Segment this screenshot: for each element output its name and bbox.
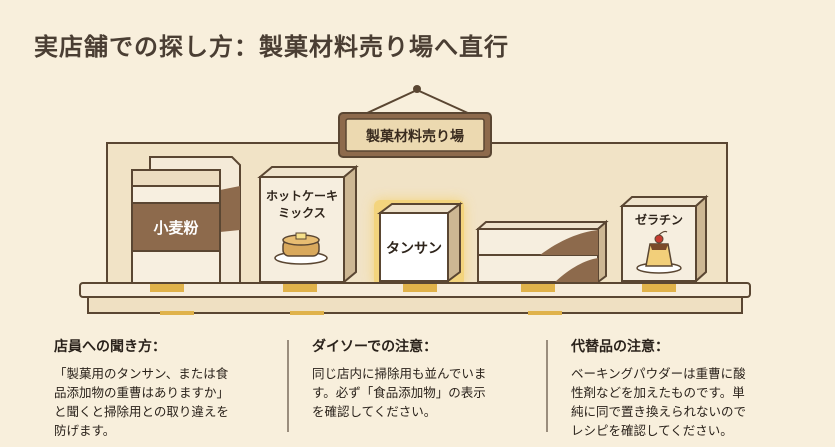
category-sign	[338, 112, 492, 158]
page-title: 実店舗での探し方：製菓材料売り場へ直行	[34, 33, 509, 61]
flour-bag-icon	[131, 156, 241, 291]
tip-staff-question: 店員への聞き方： 「製菓用のタンサン、または食 品添加物の重曹はありますか」 と…	[54, 336, 279, 440]
sign-text: 製菓材料売り場	[366, 129, 464, 145]
tip-body: 「製菓用のタンサン、または食 品添加物の重曹はありますか」 と聞くと掃除用との取…	[54, 366, 230, 438]
shelf-illustration	[79, 85, 751, 315]
tip-daiso-caution: ダイソーでの注意： 同じ店内に掃除用も並んでいま す。必ず「食品添加物」の表示 …	[312, 336, 537, 421]
tip-body: 同じ店内に掃除用も並んでいま す。必ず「食品添加物」の表示 を確認してください。	[312, 366, 487, 419]
tansan-box-icon	[374, 200, 464, 286]
flour-bag-label: 小麦粉	[153, 219, 199, 237]
pancake-mix-box-icon	[257, 164, 359, 285]
gelatin-box-icon	[619, 194, 709, 284]
stacked-boxes-icon	[475, 219, 609, 284]
pancake-mix-label-line2: ミックス	[278, 206, 326, 220]
tip-heading: 代替品の注意：	[571, 339, 669, 355]
shelf-board	[79, 282, 751, 315]
tansan-label: タンサン	[386, 241, 442, 257]
tip-heading: ダイソーでの注意：	[312, 339, 438, 355]
tip-heading: 店員への聞き方：	[54, 339, 166, 355]
gelatin-label: ゼラチン	[634, 213, 683, 227]
pancake-mix-label-line1: ホットケーキ	[265, 189, 338, 203]
tip-body: ベーキングパウダーは重曹に酸 性剤などを加えたものです。単 純に同で置き換えられ…	[571, 366, 747, 438]
sign-hanger	[364, 85, 471, 115]
tip-substitute-caution: 代替品の注意： ベーキングパウダーは重曹に酸 性剤などを加えたものです。単 純に…	[571, 336, 806, 440]
column-divider	[287, 340, 289, 432]
column-divider	[546, 340, 548, 432]
